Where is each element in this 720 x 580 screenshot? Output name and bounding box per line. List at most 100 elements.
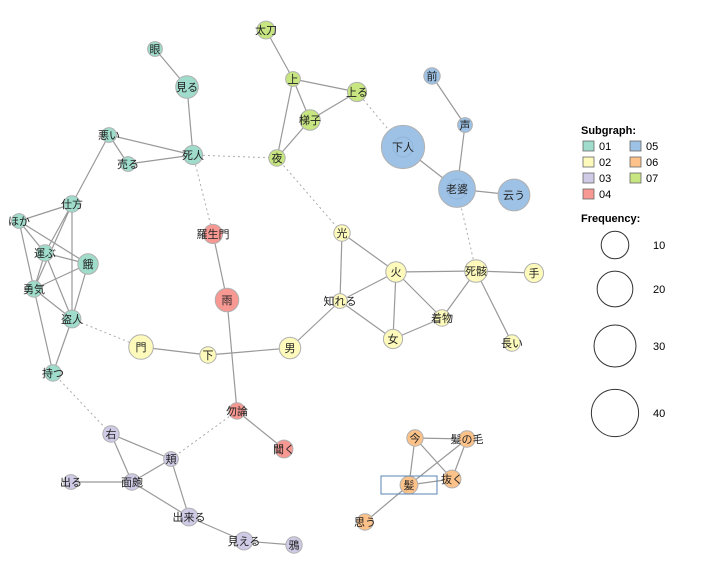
- node-死人[interactable]: 死人: [182, 144, 204, 166]
- edge: [395, 271, 443, 319]
- node-label: 勿論: [226, 404, 248, 418]
- node-circle: [464, 259, 488, 283]
- node-餓[interactable]: 餓: [77, 253, 99, 275]
- node-云う[interactable]: 云う: [497, 178, 531, 212]
- node-label: 死人: [182, 149, 204, 162]
- node-勇気[interactable]: 勇気: [23, 280, 45, 298]
- node-下人[interactable]: 下人: [380, 124, 426, 170]
- node-label: 上: [288, 73, 299, 86]
- node-仕方[interactable]: 仕方: [61, 195, 83, 213]
- edge: [226, 299, 238, 412]
- node-見る[interactable]: 見る: [175, 75, 199, 99]
- node-夜[interactable]: 夜: [268, 149, 286, 167]
- node-circle: [147, 41, 163, 57]
- node-label: 今: [410, 431, 421, 445]
- node-circle: [179, 507, 199, 527]
- dashed-edge: [192, 154, 278, 159]
- node-circle: [256, 20, 276, 40]
- node-label: 火: [391, 266, 402, 279]
- node-運ぶ[interactable]: 運ぶ: [34, 244, 56, 262]
- node-男[interactable]: 男: [278, 336, 302, 360]
- node-鴉[interactable]: 鴉: [285, 536, 303, 554]
- node-label: 抜く: [441, 472, 463, 486]
- legend-label-07: 07: [646, 173, 658, 185]
- legend-label-04: 04: [599, 189, 611, 201]
- node-火[interactable]: 火: [385, 261, 407, 283]
- node-circle: [523, 262, 545, 284]
- node-雨[interactable]: 雨: [214, 287, 240, 313]
- node-上[interactable]: 上: [285, 71, 301, 87]
- node-circle: [285, 536, 303, 554]
- edge: [33, 203, 73, 290]
- node-着物[interactable]: 着物: [431, 309, 453, 327]
- edge: [339, 300, 394, 340]
- node-羅生門[interactable]: 羅生門: [197, 223, 230, 245]
- node-面皰[interactable]: 面皰: [121, 473, 143, 491]
- node-circle: [333, 224, 351, 242]
- node-眼[interactable]: 眼: [147, 41, 163, 57]
- legend-swatch-01: [582, 140, 595, 152]
- node-上る[interactable]: 上る: [346, 81, 368, 103]
- legend-swatch-07: [629, 172, 642, 184]
- node-circle: [25, 280, 43, 298]
- node-手[interactable]: 手: [523, 262, 545, 284]
- node-circle: [102, 425, 120, 443]
- node-頬[interactable]: 頬: [163, 451, 179, 467]
- node-label: 髪: [404, 478, 415, 492]
- node-梯子[interactable]: 梯子: [299, 109, 321, 131]
- node-聞く[interactable]: 聞く: [273, 439, 295, 459]
- subgraph-legend-title: Subgraph:: [581, 125, 636, 137]
- node-知れる[interactable]: 知れる: [324, 293, 357, 309]
- node-死骸[interactable]: 死骸: [464, 259, 488, 283]
- node-門[interactable]: 門: [128, 334, 154, 360]
- node-ほか[interactable]: ほか: [8, 213, 30, 229]
- node-circle: [214, 287, 240, 313]
- node-出る[interactable]: 出る: [60, 474, 82, 490]
- node-circle: [36, 244, 54, 262]
- edge: [44, 203, 73, 254]
- node-inner-circle: [392, 136, 414, 158]
- node-circle: [458, 430, 476, 448]
- node-前[interactable]: 前: [423, 67, 441, 85]
- node-label: 盗人: [61, 313, 83, 326]
- edge: [18, 203, 73, 222]
- node-出来る[interactable]: 出来る: [173, 507, 206, 527]
- legend-label-01: 01: [599, 141, 611, 153]
- node-inner-circle: [446, 178, 468, 200]
- node-今[interactable]: 今: [406, 429, 424, 447]
- node-長い[interactable]: 長い: [501, 334, 523, 352]
- node-声[interactable]: 声: [457, 117, 473, 133]
- node-circle: [175, 75, 199, 99]
- node-label: 男: [285, 342, 296, 355]
- node-circle: [63, 474, 79, 490]
- node-思う[interactable]: 思う: [354, 513, 376, 531]
- node-持つ[interactable]: 持つ: [42, 364, 64, 382]
- node-髪[interactable]: 髪: [399, 475, 419, 495]
- node-label: 持つ: [42, 366, 64, 380]
- node-悪い[interactable]: 悪い: [98, 127, 120, 143]
- node-circle: [128, 334, 154, 360]
- node-髪の毛[interactable]: 髪の毛: [451, 430, 484, 448]
- edge: [131, 481, 190, 518]
- node-太刀[interactable]: 太刀: [255, 20, 277, 40]
- node-光[interactable]: 光: [333, 224, 351, 242]
- node-勿論[interactable]: 勿論: [226, 402, 248, 420]
- legend-swatch-05: [629, 140, 642, 152]
- node-女[interactable]: 女: [382, 328, 404, 350]
- node-下[interactable]: 下: [199, 346, 217, 364]
- node-右[interactable]: 右: [102, 425, 120, 443]
- edge: [110, 433, 172, 460]
- legend-swatch-04: [582, 188, 595, 200]
- legend-label-02: 02: [599, 157, 611, 169]
- node-老婆[interactable]: 老婆: [438, 170, 476, 208]
- selection-box: [380, 475, 438, 495]
- node-label: 髪の毛: [451, 432, 484, 446]
- node-盗人[interactable]: 盗人: [61, 309, 83, 329]
- node-抜く[interactable]: 抜く: [441, 469, 463, 489]
- node-見える[interactable]: 見える: [228, 531, 261, 551]
- node-label: 老婆: [446, 183, 468, 196]
- edge: [236, 410, 285, 450]
- node-売る[interactable]: 売る: [117, 156, 139, 172]
